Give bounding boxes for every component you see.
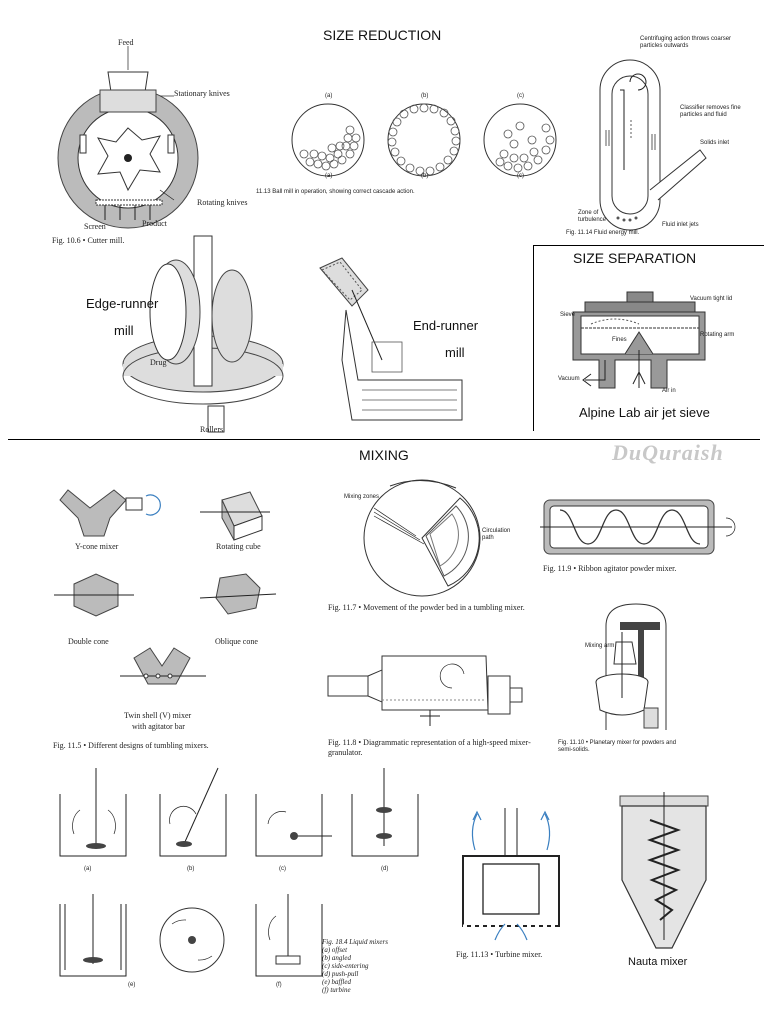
ball-mill-caption: 11.13 Ball mill in operation, showing co… <box>256 189 415 195</box>
twin-shell-label-1: Twin shell (V) mixer <box>124 711 192 720</box>
powder-bed-caption: Fig. 11.7 • Movement of the powder bed i… <box>328 603 525 612</box>
cutter-mill-caption: Fig. 10.6 • Cutter mill. <box>52 236 125 245</box>
planetary-caption: Fig. 11.10 • Planetary mixer for powders… <box>558 740 677 753</box>
heading-size-separation: SIZE SEPARATION <box>573 250 697 266</box>
edge-runner-diagram <box>122 235 284 433</box>
rotating-knives-label: Rotating knives <box>197 198 248 207</box>
end-runner-label-2: mill <box>445 345 465 360</box>
legend-item: (b) angled <box>322 954 351 962</box>
legend-item: (a) offset <box>322 946 348 954</box>
rollers-label: Rollers <box>200 425 224 434</box>
ball-mill-label-a-bottom: (a) <box>325 173 333 179</box>
fluid-energy-mill-caption: Fig. 11.14 Fluid energy mill. <box>566 230 640 236</box>
liquid-mixers-diagram <box>59 767 419 977</box>
stationary-knives-label: Stationary knives <box>174 89 230 98</box>
liquid-mixer-label-f: (f) <box>276 982 282 988</box>
fluid-energy-mill-diagram <box>599 59 707 231</box>
ball-mill-label-b-bottom: (b) <box>421 173 429 179</box>
liquid-mixers-legend: Fig. 18.4 Liquid mixers (a) offset (b) a… <box>322 938 388 994</box>
turbine-mixer-diagram <box>462 808 560 941</box>
legend-item: (c) side-entering <box>322 962 369 970</box>
liquid-mixer-label-a: (a) <box>84 866 92 872</box>
feed-label: Feed <box>118 38 134 47</box>
legend-item: (f) turbine <box>322 986 351 994</box>
screen-label: Screen <box>84 222 106 231</box>
legend-item: (e) baffled <box>322 978 351 986</box>
air-jet-sieve-caption: Alpine Lab air jet sieve <box>579 405 710 420</box>
watermark: DuQuraish <box>612 440 724 465</box>
mixing-zones-label: Mixing zones <box>344 494 380 500</box>
granulator-caption: Fig. 11.8 • Diagrammatic representation … <box>328 738 531 757</box>
edge-runner-label-1: Edge-runner <box>86 296 159 311</box>
section-divider <box>8 439 760 440</box>
turbine-caption: Fig. 11.13 • Turbine mixer. <box>456 950 543 959</box>
liquid-mixer-label-c: (c) <box>279 866 286 872</box>
double-cone-label: Double cone <box>68 637 109 646</box>
fluid-jets-label: Fluid inlet jets <box>662 222 699 228</box>
nauta-mixer-diagram <box>619 792 709 949</box>
drug-label: Drug <box>150 358 167 367</box>
ball-mill-label-b: (b) <box>421 93 429 99</box>
planetary-mixer-diagram <box>595 603 667 730</box>
product-label: Product <box>142 219 167 228</box>
tumbling-caption: Fig. 11.5 • Different designs of tumblin… <box>53 741 209 750</box>
liquid-mixer-label-b: (b) <box>187 866 195 872</box>
circulation-path-label: Circulation path <box>482 528 511 541</box>
classifier-label: Classifier removes fine particles and fl… <box>680 105 741 118</box>
liquid-mixer-label-d: (d) <box>381 866 389 872</box>
tumbling-mixers-diagram <box>54 489 277 685</box>
vacuum-lid-label: Vacuum tight lid <box>690 296 733 302</box>
ball-mill-label-c-bottom: (c) <box>517 173 524 179</box>
end-runner-diagram <box>319 257 463 421</box>
y-cone-label: Y-cone mixer <box>75 542 119 551</box>
rotating-arm-label: Rotating arm <box>700 332 735 338</box>
vacuum-label: Vacuum <box>558 376 580 382</box>
air-in-label: Air in <box>662 388 676 394</box>
sieve-label: Sieve <box>560 312 576 318</box>
end-runner-label-1: End-runner <box>413 318 479 333</box>
edge-runner-label-2: mill <box>114 323 134 338</box>
ball-mill-label-c: (c) <box>517 93 524 99</box>
heading-mixing: MIXING <box>359 447 409 463</box>
centrifuging-label: Centrifuging action throws coarser parti… <box>640 36 732 49</box>
legend-title: Fig. 18.4 Liquid mixers <box>322 938 388 946</box>
nauta-caption: Nauta mixer <box>628 956 688 968</box>
air-jet-sieve-diagram <box>572 291 706 389</box>
ball-mill-label-a: (a) <box>325 93 333 99</box>
legend-item: (d) push-pull <box>322 970 359 978</box>
cutter-mill-diagram <box>57 46 199 229</box>
ball-mill-diagram <box>291 103 557 177</box>
solids-inlet-label: Solids inlet <box>700 140 730 146</box>
twin-shell-label-2: with agitator bar <box>132 722 185 731</box>
turbulence-label: Zone of turbulence <box>578 210 607 223</box>
oblique-cone-label: Oblique cone <box>215 637 258 646</box>
size-separation-box <box>533 245 764 431</box>
powder-bed-diagram <box>363 479 481 597</box>
fines-label: Fines <box>612 337 627 343</box>
liquid-mixer-label-e: (e) <box>128 982 136 988</box>
ribbon-mixer-diagram <box>540 499 736 555</box>
mixing-arm-label: Mixing arm <box>585 643 615 649</box>
granulator-diagram <box>327 655 523 726</box>
heading-size-reduction: SIZE REDUCTION <box>323 27 442 43</box>
rotating-cube-label: Rotating cube <box>216 542 261 551</box>
ribbon-caption: Fig. 11.9 • Ribbon agitator powder mixer… <box>543 564 677 573</box>
